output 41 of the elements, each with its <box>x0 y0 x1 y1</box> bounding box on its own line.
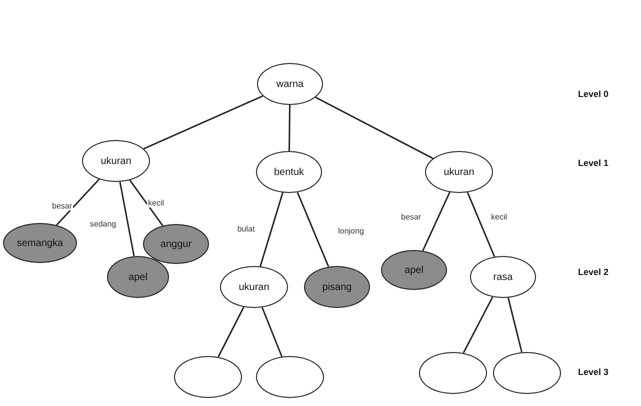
leaf-ellipse <box>107 256 169 298</box>
connector-line <box>462 296 494 354</box>
node-label: pisang <box>322 282 352 292</box>
connector-line <box>466 192 496 257</box>
connector-line <box>129 180 164 226</box>
node-label: ukuran <box>444 166 474 178</box>
connector-line <box>260 192 284 267</box>
connector-line <box>261 307 283 357</box>
connector-line <box>56 178 100 226</box>
edge-label: besar <box>51 202 73 210</box>
node-label: rasa <box>493 272 513 282</box>
connector-line <box>143 95 264 150</box>
attribute-ellipse <box>82 140 150 182</box>
node-label: apel <box>404 264 424 276</box>
edge-label: besar <box>400 212 422 222</box>
edge-label: sedang <box>88 220 118 228</box>
attribute-ellipse <box>425 151 493 193</box>
level-label: Level 3 <box>578 367 609 377</box>
edge-label: lonjong <box>337 226 365 236</box>
level-label: Level 2 <box>578 267 609 277</box>
attribute-ellipse <box>257 63 323 105</box>
level-label: Level 0 <box>578 89 609 99</box>
edge-label: kecil <box>490 212 508 222</box>
leaf-ellipse <box>143 224 209 264</box>
connector-line <box>422 192 450 252</box>
connector-line <box>296 192 330 267</box>
edge-label: kecil <box>147 198 165 208</box>
level-label: Level 1 <box>578 158 609 168</box>
node-label: ukuran <box>238 282 270 292</box>
node-label: bentuk <box>274 166 304 178</box>
connector-line <box>507 298 523 352</box>
node-label: anggur <box>160 238 192 250</box>
node-label: semangka <box>16 238 64 248</box>
connector-line <box>218 306 244 358</box>
node-label: ukuran <box>100 156 132 166</box>
connector-line <box>119 182 135 256</box>
connector-line <box>288 105 290 151</box>
node-label: apel <box>128 272 148 282</box>
node-label: warna <box>276 78 304 90</box>
connector-line <box>315 96 434 160</box>
edge-label: bulat <box>236 224 256 234</box>
